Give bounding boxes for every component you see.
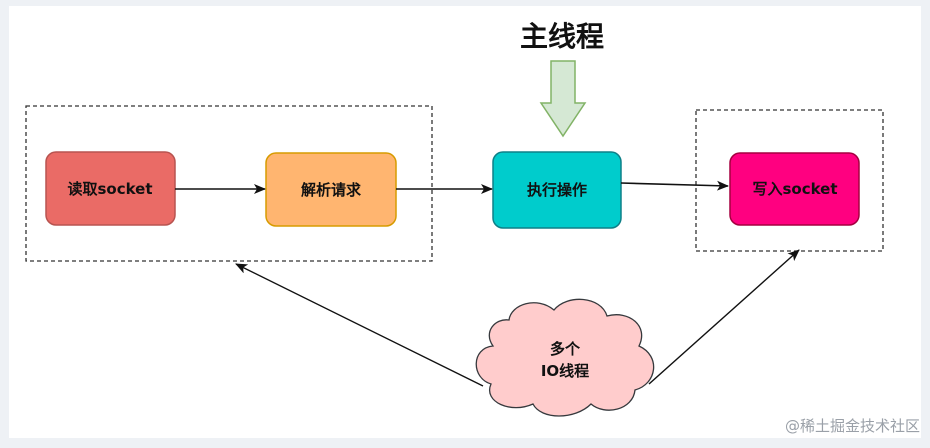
arrow-io-to-left-group	[236, 264, 483, 386]
io-cloud-label-line2: IO线程	[541, 362, 589, 380]
watermark: @稀土掘金技术社区	[785, 415, 920, 436]
main-thread-arrow	[541, 61, 585, 136]
io-threads-cloud: 多个 IO线程	[476, 299, 653, 416]
node-parse-request-label: 解析请求	[301, 181, 362, 199]
node-execute-label: 执行操作	[527, 181, 587, 199]
main-thread-title: 主线程	[520, 20, 604, 53]
arrow-execute-to-write	[621, 183, 728, 186]
node-read-socket: 读取socket	[46, 152, 175, 225]
diagram-svg: 主线程 读取socket 解析请求 执行操作 写入socket	[9, 6, 930, 448]
diagram-canvas: 主线程 读取socket 解析请求 执行操作 写入socket	[9, 6, 921, 438]
node-read-socket-label: 读取socket	[67, 180, 152, 198]
arrow-io-to-right-group	[649, 250, 799, 384]
node-write-socket-label: 写入socket	[752, 180, 837, 198]
node-parse-request: 解析请求	[266, 153, 396, 226]
node-execute: 执行操作	[493, 152, 621, 228]
io-cloud-label-line1: 多个	[550, 340, 581, 358]
node-write-socket: 写入socket	[730, 153, 859, 225]
